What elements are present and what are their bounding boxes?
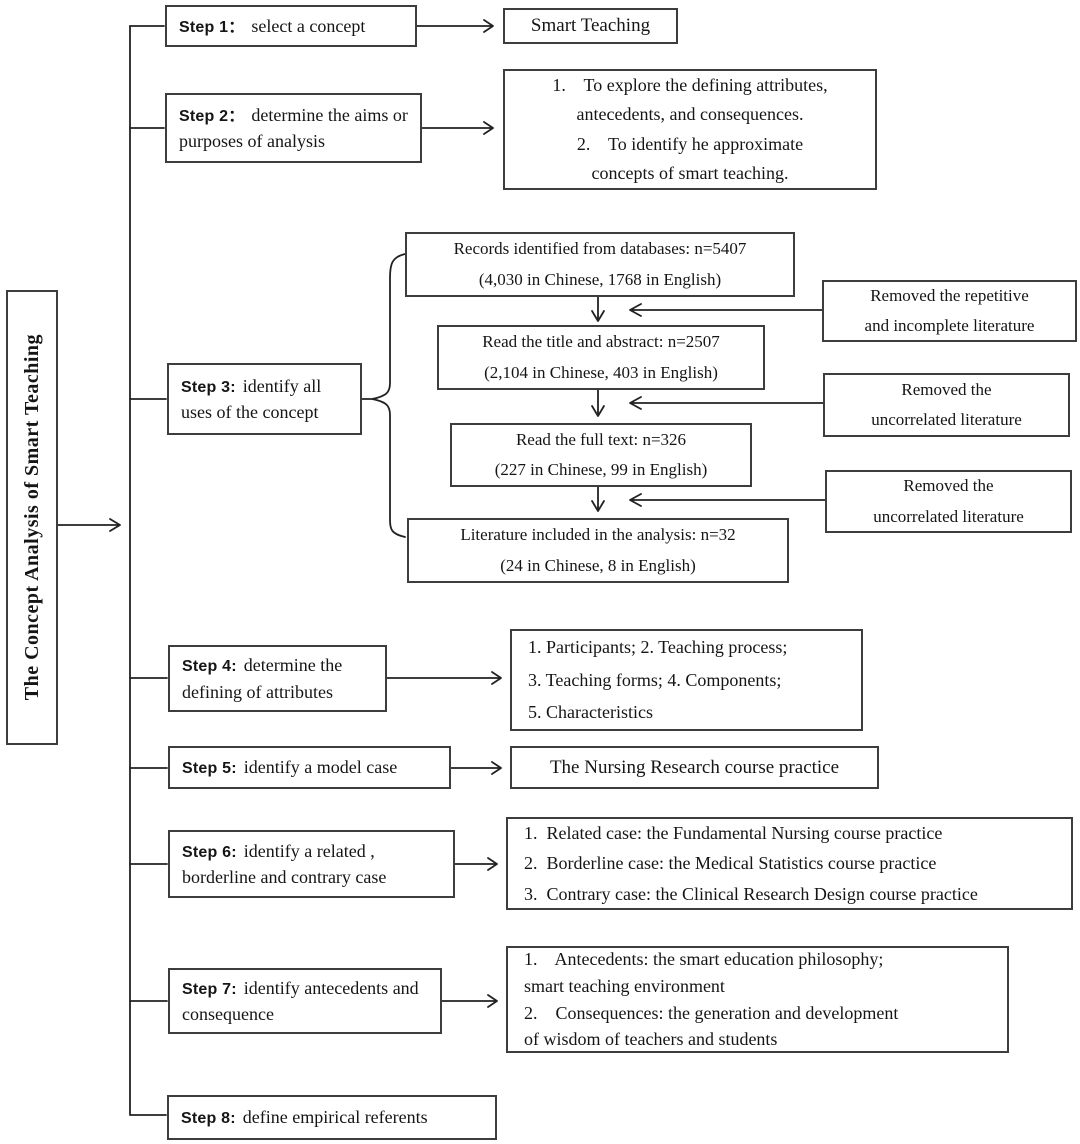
step-4-result-line: 1. Participants; 2. Teaching process; bbox=[528, 636, 788, 657]
step-2-text: determine the aims or purposes of analys… bbox=[179, 104, 413, 152]
step-6-result-line: 3. Contrary case: the Clinical Research … bbox=[524, 883, 978, 904]
step-6-box: Step 6:identify a related , borderline a… bbox=[168, 830, 455, 898]
spine-line bbox=[129, 25, 167, 1116]
flow-arrow-1 bbox=[591, 296, 605, 322]
removed-3-line-2: uncorrelated literature bbox=[873, 506, 1024, 526]
records-line-1: Records identified from databases: n=540… bbox=[453, 239, 747, 259]
step-3-text: identify all uses of the concept bbox=[181, 375, 326, 423]
title-arrow bbox=[57, 518, 121, 532]
records-line-2: (4,030 in Chinese, 1768 in English) bbox=[478, 269, 722, 289]
arrow-step5 bbox=[450, 761, 502, 775]
step-3-label: Step 3: bbox=[181, 378, 236, 396]
step-4-label: Step 4: bbox=[182, 658, 237, 676]
step-2-result-line: antecedents, and consequences. bbox=[576, 104, 804, 125]
diagram-title-box: The Concept Analysis of Smart Teaching bbox=[6, 290, 58, 745]
step-2-label: Step 2： bbox=[179, 107, 245, 125]
step-1-box: Step 1： select a concept bbox=[165, 5, 417, 47]
step-1-text: select a concept bbox=[251, 15, 366, 36]
records-identified-box: Records identified from databases: n=540… bbox=[405, 232, 795, 297]
step-8-label: Step 8: bbox=[181, 1110, 236, 1128]
step-8-text: define empirical referents bbox=[242, 1107, 428, 1128]
included-literature-box: Literature included in the analysis: n=3… bbox=[407, 518, 789, 583]
arrow-step4 bbox=[386, 671, 502, 685]
removal-arrow-3 bbox=[629, 493, 826, 507]
step-4-result-box: 1. Participants; 2. Teaching process; 3.… bbox=[510, 629, 863, 731]
step-7-result-line: of wisdom of teachers and students bbox=[524, 1029, 778, 1050]
step-4-result-line: 3. Teaching forms; 4. Components; bbox=[528, 669, 782, 690]
step-6-result-line: 2. Borderline case: the Medical Statisti… bbox=[524, 853, 937, 874]
removed-literature-box-2: Removed the uncorrelated literature bbox=[823, 373, 1070, 437]
step-6-text: identify a related , borderline and cont… bbox=[182, 840, 387, 888]
step-7-result-line: 2. Consequences: the generation and deve… bbox=[524, 1002, 899, 1023]
step3-brace bbox=[371, 253, 406, 538]
step-1-label: Step 1： bbox=[179, 18, 245, 36]
step-5-result-box: The Nursing Research course practice bbox=[510, 746, 879, 789]
title-abstract-box: Read the title and abstract: n=2507 (2,1… bbox=[437, 325, 765, 390]
step-1-result: Smart Teaching bbox=[530, 15, 651, 36]
step-1-result-box: Smart Teaching bbox=[503, 8, 678, 44]
step-4-result-line: 5. Characteristics bbox=[528, 702, 653, 723]
removed-2-line-1: Removed the bbox=[901, 379, 992, 399]
step-6-result-line: 1. Related case: the Fundamental Nursing… bbox=[524, 822, 943, 843]
removal-arrow-2 bbox=[629, 396, 824, 410]
arrow-step6 bbox=[454, 857, 498, 871]
step-7-result-line: 1. Antecedents: the smart education phil… bbox=[524, 948, 884, 969]
step-7-result-box: 1. Antecedents: the smart education phil… bbox=[506, 946, 1009, 1053]
step-7-text: identify antecedents and consequence bbox=[182, 977, 424, 1025]
arrow-step1 bbox=[416, 19, 494, 33]
full-text-box: Read the full text: n=326 (227 in Chines… bbox=[450, 423, 752, 487]
diagram-title: The Concept Analysis of Smart Teaching bbox=[20, 334, 43, 701]
removed-literature-box-1: Removed the repetitive and incomplete li… bbox=[822, 280, 1077, 342]
removed-3-line-1: Removed the bbox=[903, 476, 994, 496]
included-line-2: (24 in Chinese, 8 in English) bbox=[500, 555, 696, 575]
title-abstract-line-2: (2,104 in Chinese, 403 in English) bbox=[484, 362, 718, 382]
step-2-result-line: 2. To identify he approximate bbox=[576, 133, 804, 154]
step-5-box: Step 5: identify a model case bbox=[168, 746, 451, 789]
step-8-box: Step 8: define empirical referents bbox=[167, 1095, 497, 1140]
step-7-result-line: smart teaching environment bbox=[524, 975, 725, 996]
step-5-text: identify a model case bbox=[243, 757, 398, 778]
removed-1-line-1: Removed the repetitive bbox=[870, 285, 1029, 305]
step-7-label: Step 7: bbox=[182, 980, 237, 998]
removed-literature-box-3: Removed the uncorrelated literature bbox=[825, 470, 1072, 533]
step-7-box: Step 7:identify antecedents and conseque… bbox=[168, 968, 442, 1034]
full-text-line-1: Read the full text: n=326 bbox=[515, 429, 687, 449]
step-5-result: The Nursing Research course practice bbox=[549, 756, 840, 778]
flow-arrow-2 bbox=[591, 389, 605, 417]
step-2-result-line: 1. To explore the defining attributes, bbox=[552, 75, 828, 96]
included-line-1: Literature included in the analysis: n=3… bbox=[460, 525, 736, 545]
full-text-line-2: (227 in Chinese, 99 in English) bbox=[494, 460, 708, 479]
step-4-box: Step 4:determine the defining of attribu… bbox=[168, 645, 387, 712]
step-6-label: Step 6: bbox=[182, 843, 237, 861]
step-5-label: Step 5: bbox=[182, 760, 237, 778]
arrow-step7 bbox=[441, 994, 498, 1008]
title-abstract-line-1: Read the title and abstract: n=2507 bbox=[482, 332, 720, 352]
step-3-box: Step 3:identify all uses of the concept bbox=[167, 363, 362, 435]
step-2-box: Step 2：determine the aims or purposes of… bbox=[165, 93, 422, 163]
arrow-step2 bbox=[421, 121, 494, 135]
removal-arrow-1 bbox=[629, 303, 823, 317]
flow-arrow-3 bbox=[591, 486, 605, 512]
step-4-text: determine the defining of attributes bbox=[182, 655, 347, 702]
step-6-result-box: 1. Related case: the Fundamental Nursing… bbox=[506, 817, 1073, 910]
step-2-result-box: 1. To explore the defining attributes, a… bbox=[503, 69, 877, 190]
removed-1-line-2: and incomplete literature bbox=[864, 316, 1035, 335]
removed-2-line-2: uncorrelated literature bbox=[871, 410, 1022, 429]
step-2-result-line: concepts of smart teaching. bbox=[591, 162, 789, 183]
